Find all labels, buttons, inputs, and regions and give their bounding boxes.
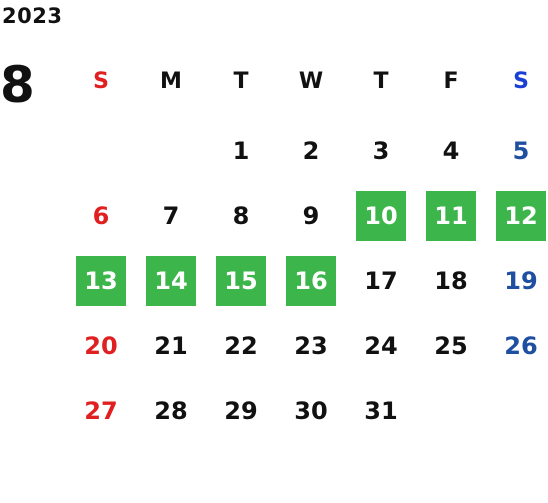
- calendar-day-number: 8: [232, 202, 250, 230]
- calendar-day-31[interactable]: 31: [346, 386, 416, 436]
- calendar-day-number: 31: [364, 397, 398, 425]
- calendar-day-14[interactable]: 14: [136, 256, 206, 306]
- calendar-day-7[interactable]: 7: [136, 191, 206, 241]
- calendar-day-number: [496, 386, 546, 436]
- year-label: 2023: [2, 4, 63, 28]
- calendar-day-24[interactable]: 24: [346, 321, 416, 371]
- calendar-day-2[interactable]: 2: [276, 126, 346, 176]
- calendar-day-number: 24: [364, 332, 398, 360]
- calendar-day-13[interactable]: 13: [66, 256, 136, 306]
- calendar-day-number: 13: [76, 256, 126, 306]
- calendar-day-15[interactable]: 15: [206, 256, 276, 306]
- calendar-day-number: 26: [504, 332, 538, 360]
- calendar-day-number: 18: [434, 267, 468, 295]
- calendar-day-22[interactable]: 22: [206, 321, 276, 371]
- calendar-day-number: 1: [232, 137, 250, 165]
- calendar-day-12[interactable]: 12: [486, 191, 548, 241]
- calendar-week-row: 20 21 22 23 24 25 26: [66, 321, 548, 371]
- calendar-day-30[interactable]: 30: [276, 386, 346, 436]
- calendar-day-18[interactable]: 18: [416, 256, 486, 306]
- calendar-day-number: 22: [224, 332, 258, 360]
- calendar-day-number: 27: [84, 397, 118, 425]
- calendar-week-row: 27 28 29 30 31: [66, 386, 548, 436]
- calendar-day-empty: [416, 386, 486, 436]
- calendar-day-number: [426, 386, 476, 436]
- weekday-wed: W: [298, 68, 324, 94]
- calendar-day-empty: [486, 386, 548, 436]
- calendar-day-number: [146, 126, 196, 176]
- calendar-day-25[interactable]: 25: [416, 321, 486, 371]
- calendar-day-number: 10: [356, 191, 406, 241]
- calendar-day-5[interactable]: 5: [486, 126, 548, 176]
- calendar-day-number: 3: [372, 137, 390, 165]
- calendar-day-number: 4: [442, 137, 460, 165]
- weekday-thu: T: [373, 68, 389, 94]
- calendar-day-1[interactable]: 1: [206, 126, 276, 176]
- calendar-day-number: 5: [512, 137, 530, 165]
- calendar-day-28[interactable]: 28: [136, 386, 206, 436]
- calendar-day-16[interactable]: 16: [276, 256, 346, 306]
- calendar-day-9[interactable]: 9: [276, 191, 346, 241]
- calendar-day-number: 29: [224, 397, 258, 425]
- calendar-day-number: 23: [294, 332, 328, 360]
- calendar-day-number: 20: [84, 332, 118, 360]
- calendar-day-number: 2: [302, 137, 320, 165]
- calendar-day-4[interactable]: 4: [416, 126, 486, 176]
- calendar-day-number: 7: [162, 202, 180, 230]
- calendar-day-number: 19: [504, 267, 538, 295]
- calendar-week-row: 1 2 3 4 5: [66, 126, 548, 176]
- calendar-day-17[interactable]: 17: [346, 256, 416, 306]
- calendar-day-19[interactable]: 19: [486, 256, 548, 306]
- weekday-mon: M: [160, 68, 182, 94]
- calendar-week-row: 6 7 8 9 10 11 12: [66, 191, 548, 241]
- weekday-sat: S: [513, 68, 529, 94]
- calendar-day-8[interactable]: 8: [206, 191, 276, 241]
- calendar-day-number: 15: [216, 256, 266, 306]
- calendar-day-number: [76, 126, 126, 176]
- calendar-day-6[interactable]: 6: [66, 191, 136, 241]
- calendar-day-number: 9: [302, 202, 320, 230]
- calendar-day-empty: [136, 126, 206, 176]
- calendar-day-27[interactable]: 27: [66, 386, 136, 436]
- weekday-header-row: S M T W T F S: [66, 56, 548, 106]
- calendar-day-number: 11: [426, 191, 476, 241]
- calendar-day-number: 6: [92, 202, 110, 230]
- calendar-day-11[interactable]: 11: [416, 191, 486, 241]
- calendar-day-number: 12: [496, 191, 546, 241]
- calendar-day-number: 30: [294, 397, 328, 425]
- calendar-day-empty: [66, 126, 136, 176]
- calendar-day-number: 16: [286, 256, 336, 306]
- calendar-day-29[interactable]: 29: [206, 386, 276, 436]
- calendar-day-20[interactable]: 20: [66, 321, 136, 371]
- calendar-day-3[interactable]: 3: [346, 126, 416, 176]
- calendar-day-10[interactable]: 10: [346, 191, 416, 241]
- calendar-day-number: 28: [154, 397, 188, 425]
- calendar-day-number: 14: [146, 256, 196, 306]
- calendar-day-26[interactable]: 26: [486, 321, 548, 371]
- calendar-day-21[interactable]: 21: [136, 321, 206, 371]
- calendar-week-row: 13 14 15 16 17 18 19: [66, 256, 548, 306]
- weekday-sun: S: [93, 68, 109, 94]
- calendar-day-number: 21: [154, 332, 188, 360]
- calendar-day-23[interactable]: 23: [276, 321, 346, 371]
- weekday-fri: F: [443, 68, 459, 94]
- month-label: 8: [0, 56, 35, 114]
- calendar-day-number: 17: [364, 267, 398, 295]
- weekday-tue: T: [233, 68, 249, 94]
- calendar-day-number: 25: [434, 332, 468, 360]
